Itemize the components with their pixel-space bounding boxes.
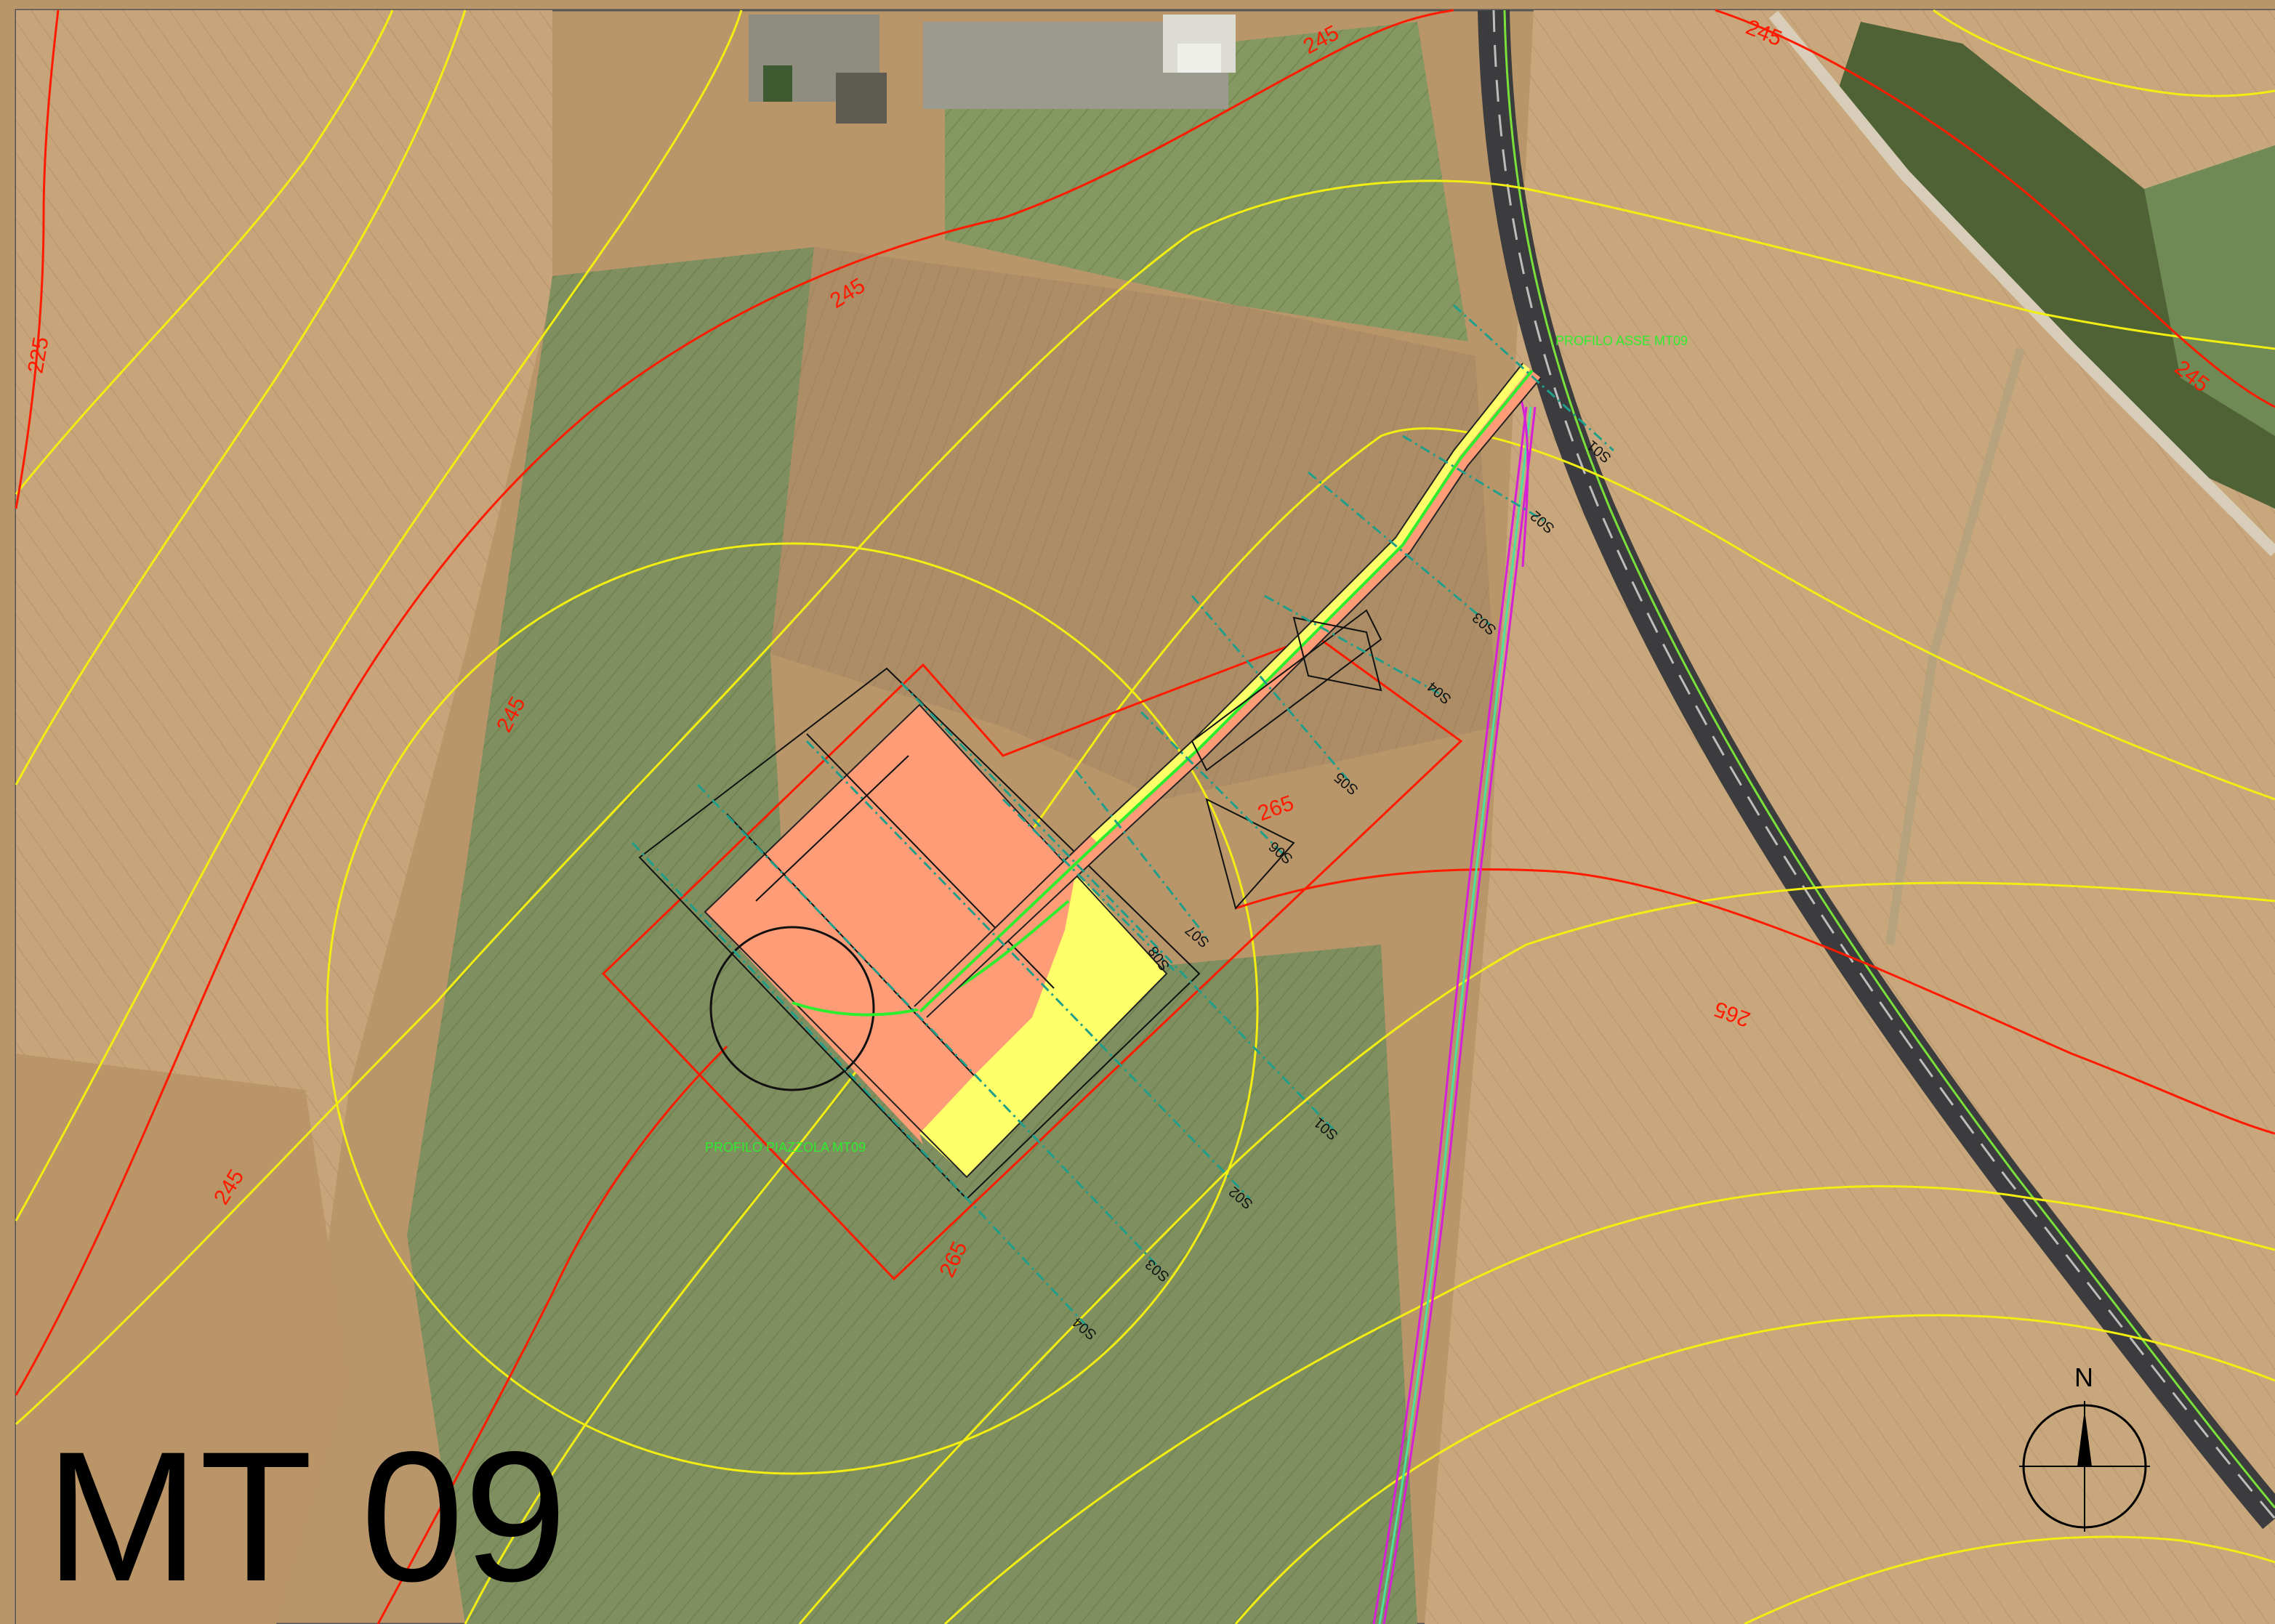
utility-line bbox=[1378, 406, 1532, 1624]
access-road-axis bbox=[919, 369, 1534, 1013]
contour-major bbox=[1715, 9, 2275, 408]
contour-minor bbox=[15, 9, 743, 1221]
north-label: N bbox=[2074, 1362, 2093, 1392]
contour-minor bbox=[464, 427, 2275, 1624]
platform-outline bbox=[704, 703, 1168, 1179]
access-road-edge bbox=[914, 363, 1523, 1007]
contour-lines bbox=[15, 9, 2275, 1624]
contour-major bbox=[15, 9, 1454, 1396]
map-title: MT 09 bbox=[45, 1413, 567, 1620]
road-cross-section bbox=[1140, 711, 1288, 859]
contour-minor bbox=[1744, 1535, 2275, 1624]
contour-minor bbox=[943, 1185, 2275, 1624]
road-section-frame bbox=[1292, 616, 1382, 692]
road-cross-section bbox=[1402, 435, 1549, 525]
motorway bbox=[1478, 9, 2275, 1530]
contour-major bbox=[15, 9, 60, 509]
tree-belt-northeast bbox=[1839, 22, 2275, 509]
contour-minor bbox=[1933, 9, 2275, 97]
pad-profile-label: PROFILO PIAZZOLA MT09 bbox=[705, 1140, 866, 1155]
tower-buffer-circle bbox=[326, 542, 1259, 1475]
platform-boundary bbox=[601, 634, 1463, 1281]
utility-lines bbox=[1372, 392, 1537, 1624]
field-east-texture bbox=[1425, 10, 2275, 1624]
utility-line bbox=[1382, 406, 1537, 1624]
north-arrow: N bbox=[2019, 1362, 2150, 1532]
utility-line bbox=[1372, 406, 1528, 1624]
utility-line bbox=[1518, 392, 1529, 567]
pad-cross-section bbox=[696, 783, 1164, 1273]
pad-cross-section bbox=[631, 841, 1092, 1331]
contour-minor bbox=[15, 9, 394, 495]
contour-minor bbox=[15, 9, 467, 785]
platform-outer-frame bbox=[638, 667, 1201, 1200]
road-cross-section bbox=[1002, 798, 1179, 975]
platform-cut-area bbox=[705, 705, 1076, 1144]
turbine-platform bbox=[638, 667, 1201, 1200]
dirt-track bbox=[1768, 10, 2275, 557]
north-arrow-pointer bbox=[2077, 1410, 2092, 1466]
cross-sections bbox=[631, 304, 1615, 1331]
contour-minor bbox=[798, 881, 2275, 1624]
road-profile-label: PROFILO ASSE MT09 bbox=[1555, 334, 1688, 348]
road-cross-section bbox=[1308, 471, 1491, 626]
access-road-edge bbox=[926, 377, 1542, 1018]
farm-buildings bbox=[749, 15, 1236, 124]
access-road bbox=[914, 363, 1542, 1018]
pad-cross-section bbox=[900, 682, 1339, 1135]
motorway-axis-line bbox=[1503, 9, 2275, 1508]
platform-embankment-area bbox=[919, 872, 1167, 1177]
contour-major bbox=[377, 1045, 728, 1624]
pad-cross-section bbox=[805, 740, 1252, 1200]
road-section-frame bbox=[1191, 609, 1382, 772]
contour-minor bbox=[15, 179, 2275, 1426]
brown-field-center-texture bbox=[770, 247, 1497, 799]
crane-circle bbox=[709, 926, 875, 1091]
road-cross-section bbox=[1452, 304, 1615, 452]
contour-minor bbox=[1234, 1314, 2275, 1624]
road-cross-section bbox=[1264, 594, 1447, 699]
green-field-texture bbox=[407, 247, 1417, 1624]
motorway-lane-line bbox=[1492, 9, 2275, 1519]
road-cross-section bbox=[1191, 595, 1353, 785]
platform-grid-line bbox=[755, 755, 909, 902]
road-cross-section bbox=[1074, 769, 1208, 938]
meadow-northeast bbox=[2144, 145, 2275, 436]
field-southwest bbox=[16, 1054, 349, 1624]
contour-major bbox=[1235, 868, 2275, 1135]
